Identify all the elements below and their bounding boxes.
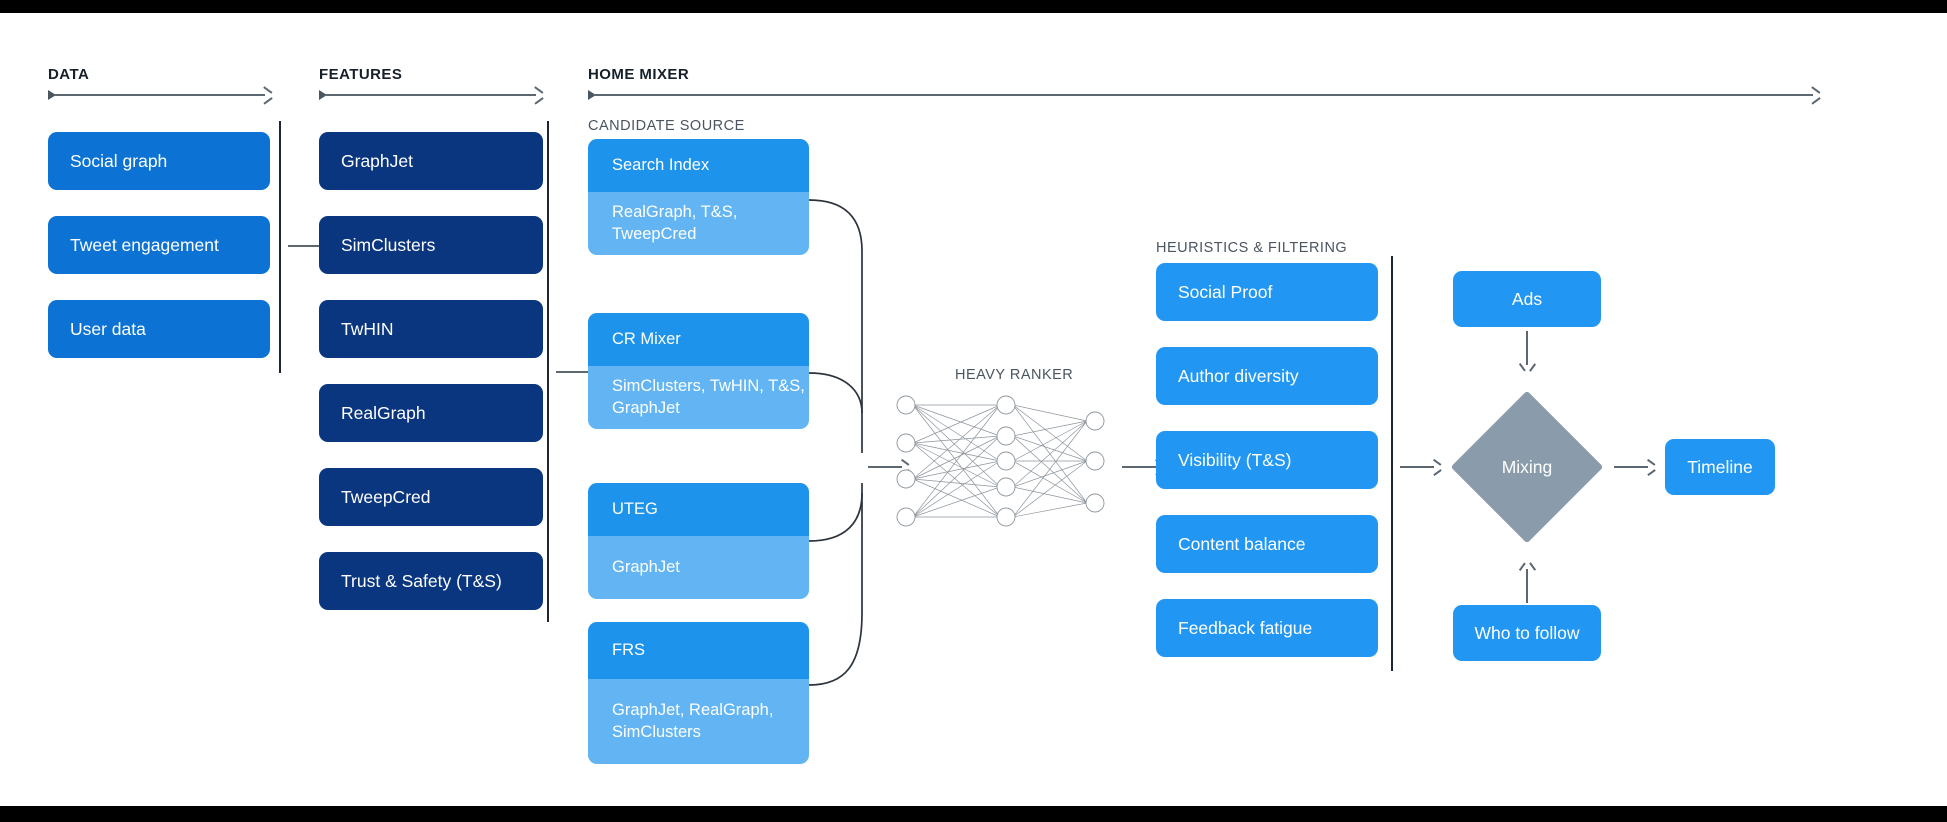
feature-box-realgraph[interactable]: RealGraph	[319, 384, 543, 442]
subsection-title-heavy-ranker: HEAVY RANKER	[955, 367, 1074, 383]
heuristic-box-label: Social Proof	[1178, 281, 1273, 302]
home-mixer-axis-arrow	[588, 89, 1820, 101]
section-title-home-mixer: HOME MIXER	[588, 66, 690, 83]
output-box-ads[interactable]: Ads	[1453, 271, 1601, 327]
feature-box-label: TweepCred	[341, 486, 431, 507]
section-title-features: FEATURES	[319, 66, 403, 83]
candidate-source-features: GraphJet, RealGraph, SimClusters	[588, 679, 809, 764]
feature-box-label: Trust & Safety (T&S)	[341, 570, 502, 591]
divider-heuristics-output	[1391, 256, 1393, 671]
data-box-label: User data	[70, 318, 146, 339]
heuristic-box-feedback-fatigue[interactable]: Feedback fatigue	[1156, 599, 1378, 657]
feature-box-simclusters[interactable]: SimClusters	[319, 216, 543, 274]
data-box-tweet-engagement[interactable]: Tweet engagement	[48, 216, 270, 274]
heuristic-box-label: Feedback fatigue	[1178, 617, 1313, 638]
diagram-stage: DATA FEATURES HOME MIXER CANDIDATE SOURC…	[0, 13, 1947, 806]
bottom-letterbox-bar	[0, 806, 1947, 822]
arrow-heuristics-to-mixing	[1400, 461, 1442, 473]
heuristic-box-label: Visibility (T&S)	[1178, 449, 1292, 470]
heuristic-box-author-diversity[interactable]: Author diversity	[1156, 347, 1378, 405]
feature-box-tweepcred[interactable]: TweepCred	[319, 468, 543, 526]
candidate-source-card-cr-mixer[interactable]: CR Mixer SimClusters, TwHIN, T&S, GraphJ…	[588, 313, 809, 429]
feature-box-label: SimClusters	[341, 234, 436, 255]
candidate-source-title: FRS	[588, 622, 809, 679]
arrow-ranker-to-heuristics	[1122, 461, 1164, 473]
candidate-source-card-uteg[interactable]: UTEG GraphJet	[588, 483, 809, 599]
feature-box-trust-and-safety[interactable]: Trust & Safety (T&S)	[319, 552, 543, 610]
section-title-data: DATA	[48, 66, 90, 83]
divider-data-features	[279, 121, 281, 373]
candidate-source-features: GraphJet	[588, 536, 809, 599]
feature-box-twhin[interactable]: TwHIN	[319, 300, 543, 358]
arrow-candidate-source-to-ranker	[868, 461, 910, 473]
data-box-social-graph[interactable]: Social graph	[48, 132, 270, 190]
output-box-label: Who to follow	[1474, 622, 1580, 643]
heuristic-box-content-balance[interactable]: Content balance	[1156, 515, 1378, 573]
arrow-features-to-candidate-source	[556, 366, 598, 378]
data-box-user-data[interactable]: User data	[48, 300, 270, 358]
heavy-ranker-neural-network	[896, 395, 1105, 527]
heuristic-box-visibility[interactable]: Visibility (T&S)	[1156, 431, 1378, 489]
heuristic-box-label: Author diversity	[1178, 365, 1299, 386]
arrow-who-to-follow-to-mixing	[1521, 563, 1533, 603]
data-axis-arrow	[48, 89, 272, 101]
candidate-source-features: RealGraph, T&S, TweepCred	[588, 192, 809, 255]
output-box-timeline[interactable]: Timeline	[1665, 439, 1775, 495]
subsection-title-candidate-source: CANDIDATE SOURCE	[588, 118, 745, 134]
arrow-ads-to-mixing	[1521, 331, 1533, 371]
candidate-source-card-frs[interactable]: FRS GraphJet, RealGraph, SimClusters	[588, 622, 809, 764]
heuristic-box-label: Content balance	[1178, 533, 1306, 554]
feature-box-graphjet[interactable]: GraphJet	[319, 132, 543, 190]
arrow-data-to-features	[288, 240, 330, 252]
candidate-source-title: UTEG	[588, 483, 809, 536]
features-axis-arrow	[319, 89, 543, 101]
output-box-label: Timeline	[1687, 456, 1753, 477]
candidate-source-title: Search Index	[588, 139, 809, 192]
subsection-title-heuristics: HEURISTICS & FILTERING	[1156, 240, 1348, 256]
candidate-source-features: SimClusters, TwHIN, T&S, GraphJet	[588, 366, 809, 429]
feature-box-label: TwHIN	[341, 318, 394, 339]
feature-box-label: RealGraph	[341, 402, 426, 423]
data-box-label: Social graph	[70, 150, 168, 171]
candidate-source-title: CR Mixer	[588, 313, 809, 366]
divider-features-mixer	[547, 121, 549, 622]
mixing-label: Mixing	[1501, 456, 1553, 477]
arrow-mixing-to-timeline	[1614, 461, 1656, 473]
output-box-label: Ads	[1511, 288, 1543, 309]
output-box-who-to-follow[interactable]: Who to follow	[1453, 605, 1601, 661]
heuristic-box-social-proof[interactable]: Social Proof	[1156, 263, 1378, 321]
feature-box-label: GraphJet	[341, 150, 413, 171]
data-box-label: Tweet engagement	[70, 234, 219, 255]
candidate-source-card-search-index[interactable]: Search Index RealGraph, T&S, TweepCred	[588, 139, 809, 255]
top-letterbox-bar	[0, 0, 1947, 13]
